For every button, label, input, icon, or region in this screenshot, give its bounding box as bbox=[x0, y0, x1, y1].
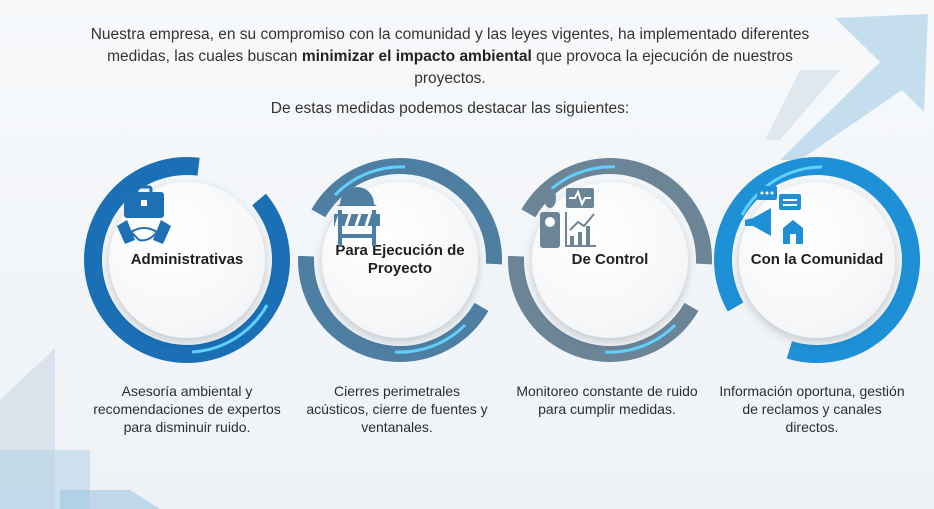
measure-title: Con la Comunidad bbox=[750, 251, 884, 268]
megaphone-chat-house-icon bbox=[745, 186, 803, 244]
ring-arc-icon bbox=[714, 157, 920, 363]
measure-title: Para Ejecución de Proyecto bbox=[335, 242, 465, 277]
briefcase-handshake-icon bbox=[117, 185, 171, 244]
measure-title: De Control bbox=[571, 251, 649, 268]
measure-comunidad: Con la Comunidad bbox=[712, 155, 922, 365]
ring-arc-icon bbox=[84, 157, 290, 363]
measure-description: Información oportuna, gestión de reclamo… bbox=[719, 383, 905, 435]
hardhat-barrier-icon bbox=[334, 187, 380, 246]
ring-arc-icon bbox=[298, 158, 502, 362]
measure-administrativas: Administrativas bbox=[82, 155, 292, 365]
measure-description: Asesoría ambiental y recomendaciones de … bbox=[93, 383, 281, 435]
measure-title: Administrativas bbox=[130, 251, 244, 268]
measure-de-control: De Control bbox=[505, 155, 715, 365]
measure-ejecucion-proyecto: Para Ejecución de Proyecto bbox=[295, 155, 505, 365]
intro-paragraph: Nuestra empresa, en su compromiso con la… bbox=[90, 26, 810, 87]
measure-description: Cierres perimetrales acústicos, cierre d… bbox=[306, 383, 488, 435]
subtitle: De estas medidas podemos destacar las si… bbox=[270, 100, 630, 117]
intro-highlight: minimizar el impacto ambiental bbox=[301, 48, 532, 65]
measure-description: Monitoreo constante de ruido para cumpli… bbox=[516, 383, 698, 417]
sound-meter-chart-icon bbox=[540, 188, 596, 248]
